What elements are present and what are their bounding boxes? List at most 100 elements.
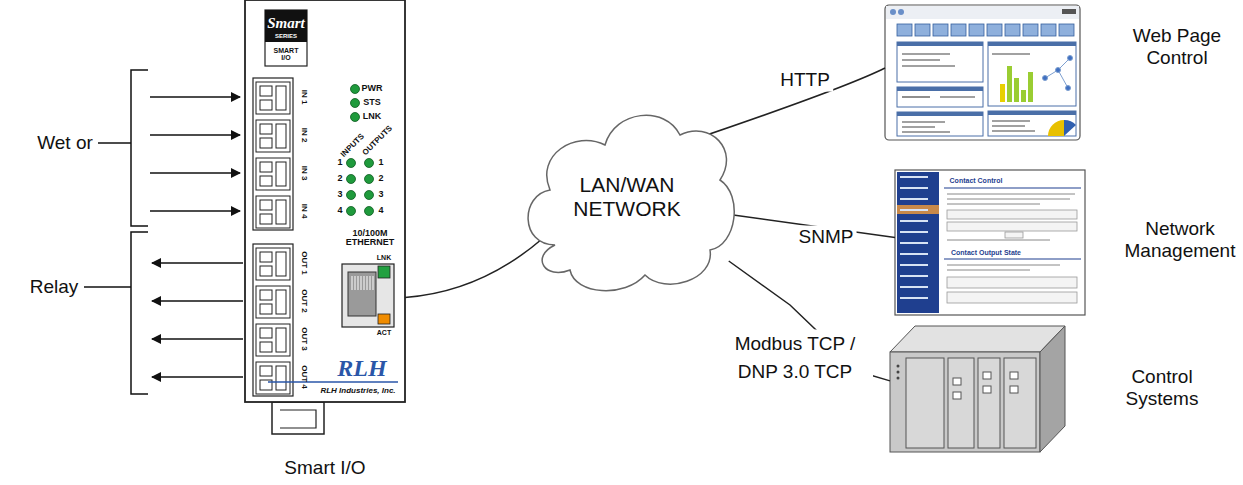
nav-button — [1059, 24, 1074, 36]
web-page-screenshot-part-part — [1028, 72, 1033, 102]
web-page-screenshot-part-part — [902, 121, 945, 122]
control-system-cabinet-part — [1040, 326, 1065, 452]
part-label: IN 3 — [300, 166, 309, 181]
menu-item — [900, 209, 928, 211]
web-page-screenshot-part-part — [902, 65, 955, 66]
nav-button — [1041, 24, 1056, 36]
control-system-cabinet-part-part — [897, 365, 900, 368]
network-management-screenshot-part — [944, 187, 1081, 188]
terminal-slot — [260, 138, 272, 148]
smart-io-device-part — [268, 381, 398, 383]
ethernet-port-part — [348, 272, 376, 316]
network-management-screenshot-part-part — [947, 270, 1030, 271]
web-page-screenshot-part-part — [897, 112, 983, 116]
control-system-cabinet-part — [890, 352, 1040, 452]
port-pin — [354, 276, 355, 290]
network-link — [405, 239, 542, 297]
web-page-screenshot-part-part — [940, 96, 975, 97]
web-page-screenshot-part-part — [897, 112, 983, 136]
network-management-screenshot-part-part — [947, 204, 1040, 205]
web-page-screenshot-part-part — [897, 87, 983, 91]
web-page-screenshot-part — [1043, 56, 1073, 91]
terminal — [256, 362, 290, 394]
terminal-slot — [260, 200, 272, 210]
part-label: Contact Control — [950, 177, 1003, 185]
network-management-node: Network Management — [895, 170, 1240, 320]
nav-button — [897, 24, 912, 36]
terminal — [256, 286, 290, 318]
menu-item — [900, 275, 928, 277]
control-system-cabinet-part-part — [1010, 386, 1018, 393]
web-page-screenshot-part-part — [1058, 70, 1068, 88]
web-page-screenshot-part-part — [902, 96, 930, 97]
web-page-screenshot-part-part — [988, 111, 1076, 115]
status-leds-part — [365, 191, 374, 200]
protocol-label: HTTP — [777, 69, 833, 92]
terminal-screw — [276, 86, 286, 110]
terminal — [256, 158, 290, 190]
web-page-screenshot-part-part — [992, 120, 1030, 121]
menu-item — [900, 297, 928, 299]
part-label: LNK — [377, 254, 391, 262]
part-label: 4 — [378, 206, 383, 216]
protocol-label: Modbus TCP / DNP 3.0 TCP — [717, 329, 873, 386]
web-page-screenshot-part — [1000, 66, 1033, 102]
network-management-screenshot-part-part — [947, 277, 1077, 288]
input-bracket-part — [98, 142, 131, 144]
web-page-screenshot-part-part — [897, 42, 983, 82]
menu-item — [900, 253, 928, 255]
smart-io-device-part — [256, 82, 290, 394]
smart-io-device-part — [253, 78, 293, 230]
terminal-slot — [260, 366, 272, 376]
web-page-node: Web Page Control — [885, 5, 1236, 145]
menu-item — [900, 220, 928, 222]
network-management-screenshot-part — [947, 210, 1077, 303]
status-leds-part — [347, 175, 356, 184]
protocol-label: SNMP — [796, 226, 857, 249]
control-system-cabinet-part-part — [983, 386, 991, 393]
web-page-screenshot-part-part — [988, 42, 1076, 46]
control-system-cabinet-part — [897, 365, 900, 380]
input-bracket-part — [150, 134, 240, 136]
control-system-cabinet-part-part — [953, 378, 961, 385]
relay-bracket-part — [152, 300, 243, 302]
port-pin — [363, 276, 364, 290]
nav-button — [969, 24, 984, 36]
control-system-cabinet-part — [890, 326, 1065, 352]
part-label: 3 — [337, 190, 342, 200]
relay-bracket — [84, 232, 243, 394]
nav-button — [987, 24, 1002, 36]
network-management-screenshot-part-part — [947, 199, 1070, 200]
terminal-slot — [260, 176, 272, 186]
terminal-slot — [260, 290, 272, 300]
control-system-cabinet-part — [906, 358, 1036, 448]
input-bracket-part — [150, 96, 240, 98]
web-page-screenshot-part — [902, 54, 1035, 132]
terminal — [256, 120, 290, 152]
status-leds-part — [351, 85, 360, 94]
terminal-slot — [260, 100, 272, 110]
network-management-screenshot-part-part — [947, 222, 1077, 231]
input-bracket-part — [131, 70, 148, 226]
web-page-screenshot-part-part — [992, 130, 1035, 131]
part-label: 1 — [337, 158, 342, 168]
port-pin — [369, 276, 370, 290]
node-label: Smart I/O — [284, 457, 365, 479]
terminal-screw — [276, 162, 286, 186]
terminal — [256, 248, 290, 280]
status-leds-part — [365, 159, 374, 168]
network-management-screenshot-part-part — [947, 240, 1050, 241]
terminal-screw — [276, 200, 286, 224]
menu-item — [900, 286, 928, 288]
input-bracket — [98, 70, 240, 226]
network-management-screenshot-part-part — [947, 292, 1077, 303]
network-management-screenshot-part-part — [947, 194, 1075, 195]
smart-io-device-part — [253, 244, 293, 396]
menu-item — [900, 176, 928, 178]
terminal-slot — [260, 328, 272, 338]
terminal — [256, 196, 290, 228]
status-leds-part — [365, 207, 374, 216]
port-pin — [366, 276, 367, 290]
menu-item — [900, 198, 928, 200]
node-label: LAN/WAN NETWORK — [567, 173, 687, 221]
